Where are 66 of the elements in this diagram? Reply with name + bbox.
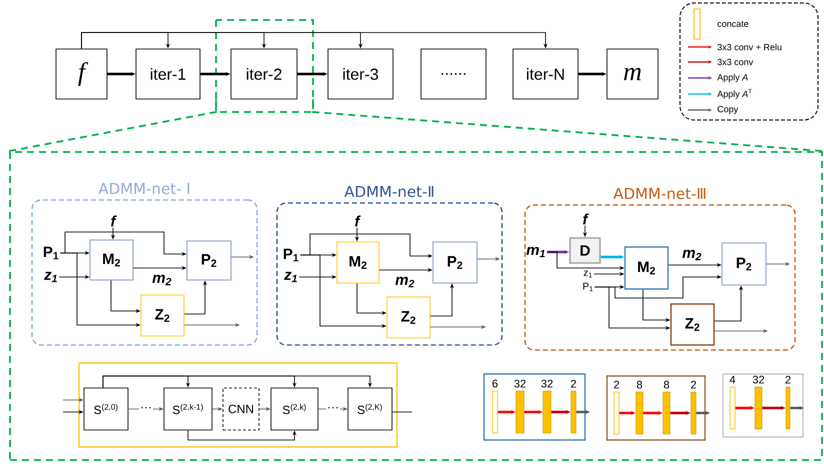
- variable-label: z$_{1}$: [284, 272, 297, 282]
- process-box: Z$_{2}$: [386, 296, 430, 338]
- network-box: [606, 375, 706, 441]
- ellipsis-box: ......: [420, 48, 486, 100]
- process-box: Z$_{2}$: [670, 303, 715, 346]
- legend-label: Apply A$^{T}$: [717, 89, 752, 99]
- group-title: ADMM-net-Ⅲ: [613, 188, 706, 200]
- variable-label: m$_{1}$: [526, 246, 545, 258]
- process-box: M$_{2}$: [90, 240, 134, 280]
- legend-label: Apply A: [717, 74, 748, 82]
- stage-box: S$^{(2,k)}$: [270, 388, 318, 430]
- legend-label: 3x3 conv + Relu: [718, 44, 782, 50]
- variable-label: f: [111, 216, 117, 226]
- variable-label: f: [583, 214, 589, 224]
- edge-label: m$_{2}$: [151, 274, 173, 286]
- variable-label: f: [355, 216, 361, 226]
- channel-count: 8: [636, 380, 642, 389]
- module-box: [78, 362, 398, 448]
- process-box: Z$_{2}$: [140, 294, 184, 336]
- arrow: [102, 376, 372, 388]
- arrow: [81, 32, 548, 49]
- network-box: [722, 373, 804, 438]
- variable-label: z$_{1}$: [44, 272, 57, 282]
- edge-label: m$_{2}$: [681, 248, 703, 262]
- edge-label: m$_{2}$: [394, 276, 416, 288]
- process-box: iter-1: [136, 48, 200, 100]
- group-title: ADMM-net-Ⅱ: [344, 186, 434, 198]
- channel-count: 32: [752, 376, 764, 384]
- output-box: m: [606, 48, 658, 100]
- stage-box: S$^{(2,K)}$: [348, 388, 392, 430]
- process-box: iter-2: [230, 48, 298, 100]
- group-title: ADMM-net- Ⅰ: [98, 183, 190, 194]
- channel-count: 8: [664, 380, 670, 389]
- channel-count: 2: [571, 380, 576, 388]
- zoom-panel: [9, 151, 823, 461]
- cnn-box: CNN: [222, 388, 260, 430]
- connector-line: [312, 99, 823, 152]
- process-box: iter-N: [512, 48, 578, 100]
- network-box: [483, 373, 586, 441]
- edge-label: ···: [326, 406, 340, 412]
- variable-label: P$_{1}$: [44, 246, 58, 260]
- process-box: iter-3: [328, 48, 394, 100]
- process-box: M$_{2}$: [624, 246, 669, 290]
- variable-label: P$_{1}$: [583, 282, 593, 292]
- channel-count: 32: [514, 380, 526, 388]
- stage-box: S$^{(2,0)}$: [84, 388, 128, 430]
- process-box: M$_{2}$: [336, 242, 380, 284]
- variable-label: z$_{1}$: [584, 270, 592, 278]
- channel-count: 6: [492, 380, 498, 388]
- process-box: P$_{2}$: [186, 240, 232, 280]
- channel-count: 2: [614, 380, 619, 388]
- process-box: P$_{2}$: [432, 242, 478, 284]
- connector-line: [8, 99, 217, 152]
- legend-label: concate: [718, 21, 748, 27]
- process-box: P$_{2}$: [722, 242, 766, 286]
- edge-label: ···: [139, 406, 153, 412]
- variable-label: P$_{1}$: [284, 248, 298, 262]
- channel-count: 4: [730, 376, 736, 384]
- channel-count: 2: [691, 380, 696, 389]
- process-box: D: [569, 237, 601, 264]
- stage-box: S$^{(2,k-1)}$: [164, 388, 212, 430]
- channel-count: 32: [541, 380, 553, 388]
- channel-count: 2: [786, 376, 790, 384]
- legend-label: Copy: [718, 106, 738, 114]
- legend-label: 3x3 conv: [718, 58, 754, 66]
- input-box: f: [56, 48, 108, 100]
